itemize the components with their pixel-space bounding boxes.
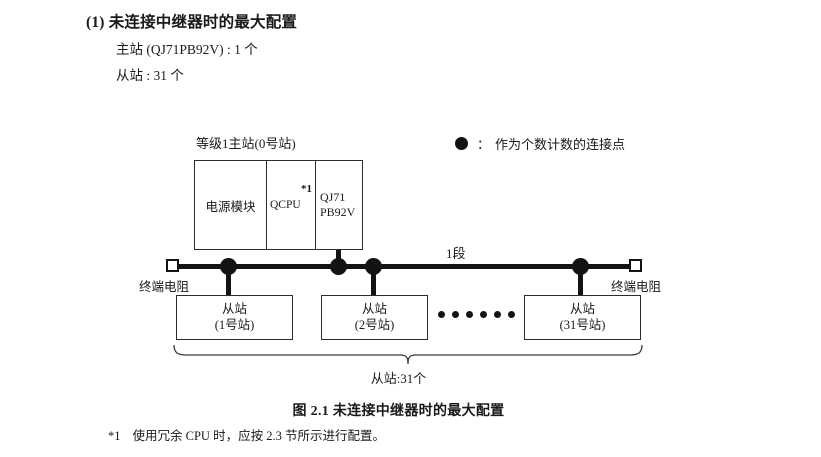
connection-node-dot xyxy=(365,258,382,275)
legend-colon: ： xyxy=(477,137,491,152)
footnote-mark: *1 xyxy=(108,429,121,443)
qj71-line2: PB92V xyxy=(320,205,356,219)
slave-drop-line xyxy=(371,270,376,296)
connection-node-dot xyxy=(330,258,347,275)
slave-station-label: 从站 xyxy=(569,301,595,316)
slave-station-label: 从站 xyxy=(221,301,247,316)
terminator-label-left: 终端电阻 xyxy=(139,280,190,294)
rack-cell-power-supply-label: 电源模块 xyxy=(205,199,256,214)
rack-cell-qcpu-label: QCPU xyxy=(270,199,301,211)
slave-drop-line xyxy=(578,270,583,296)
rack-cell-power-supply: 电源模块 xyxy=(195,161,266,249)
slave-station-box: 从站 (31号站) xyxy=(524,295,641,340)
terminator-box-left xyxy=(166,259,179,272)
bus-line xyxy=(176,264,632,269)
footnote: *1 使用冗余 CPU 时，应按 2.3 节所示进行配置。 xyxy=(108,425,385,444)
rack-cell-qcpu: QCPU *1 xyxy=(266,161,316,249)
slave-total-label: 从站:31个 xyxy=(370,371,427,386)
section-number: (1) xyxy=(86,14,105,31)
legend: ： 作为个数计数的连接点 xyxy=(455,134,625,153)
spec-master-count: 主站 (QJ71PB92V) : 1 个 xyxy=(116,42,258,57)
slave-station-number: (31号站) xyxy=(559,317,606,332)
slave-station-number: (1号站) xyxy=(214,317,255,332)
figure-caption: 图 2.1 未连接中继器时的最大配置 xyxy=(292,404,505,419)
segment-label: 1段 xyxy=(446,246,466,261)
slave-station-number: (2号站) xyxy=(354,317,395,332)
ellipsis-dots-icon xyxy=(438,311,515,318)
rack-title: 等级1主站(0号站) xyxy=(196,136,296,151)
slave-group-brace xyxy=(172,345,644,365)
legend-text: 作为个数计数的连接点 xyxy=(495,137,626,152)
spec-slave-count: 从站 : 31 个 xyxy=(116,68,184,83)
connection-node-dot xyxy=(220,258,237,275)
qj71-line1: QJ71 xyxy=(320,190,346,204)
terminator-label-right: 终端电阻 xyxy=(611,280,662,294)
slave-drop-line xyxy=(226,270,231,296)
filled-circle-icon xyxy=(455,137,468,150)
footnote-text: 使用冗余 CPU 时，应按 2.3 节所示进行配置。 xyxy=(132,429,385,443)
section-heading: (1)未连接中继器时的最大配置 xyxy=(86,10,297,32)
footnote-reference-marker: *1 xyxy=(301,183,312,195)
slave-station-box: 从站 (1号站) xyxy=(176,295,293,340)
terminator-box-right xyxy=(629,259,642,272)
section-title: 未连接中继器时的最大配置 xyxy=(108,14,298,31)
slave-station-label: 从站 xyxy=(361,301,387,316)
connection-node-dot xyxy=(572,258,589,275)
slave-station-box: 从站 (2号站) xyxy=(321,295,428,340)
